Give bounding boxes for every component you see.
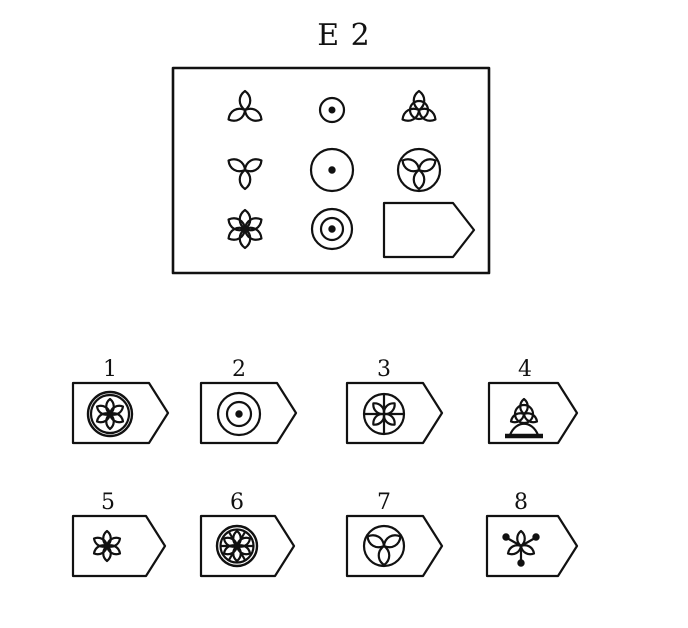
option-2-card[interactable] [199,381,298,445]
option-6-card[interactable] [199,514,296,578]
matrix-cell-empty-answer-slot[interactable] [382,201,476,259]
option-3-card[interactable] [345,381,444,445]
matrix-cell-trefoil-small [224,89,266,126]
matrix-cell-trefoil-in-circle-large [396,147,442,193]
option-8-card[interactable] [485,514,579,578]
option-5-number: 5 [101,490,115,515]
option-5-figure [91,529,123,563]
matrix-cell-six-petal-flower [224,208,266,250]
matrix-cell-trefoil-in-circle-small [398,89,440,126]
option-1-figure [86,390,134,438]
matrix-cell-trefoil-inverted [224,154,266,191]
option-1-number: 1 [103,357,117,382]
option-8-figure [502,529,540,567]
option-4-card[interactable] [487,381,579,445]
option-4-figure [505,397,543,439]
option-1-card[interactable] [71,381,170,445]
option-7-number: 7 [377,490,391,515]
matrix-cell-circle-dot-small [318,96,346,124]
option-8-number: 8 [514,490,528,515]
matrix-frame [171,66,491,275]
option-6-number: 6 [230,490,244,515]
option-5-card[interactable] [71,514,167,578]
option-7-figure [362,524,406,568]
option-2-number: 2 [232,357,246,382]
puzzle-title: E 2 [317,18,371,53]
matrix-cell-double-circle-dot [310,207,354,251]
matrix-cell-circle-dot-large [309,147,355,193]
option-6-figure [215,524,259,568]
option-3-number: 3 [377,357,391,382]
option-7-card[interactable] [345,514,444,578]
option-4-number: 4 [518,357,532,382]
option-3-figure [362,392,406,436]
option-2-figure [216,391,262,437]
